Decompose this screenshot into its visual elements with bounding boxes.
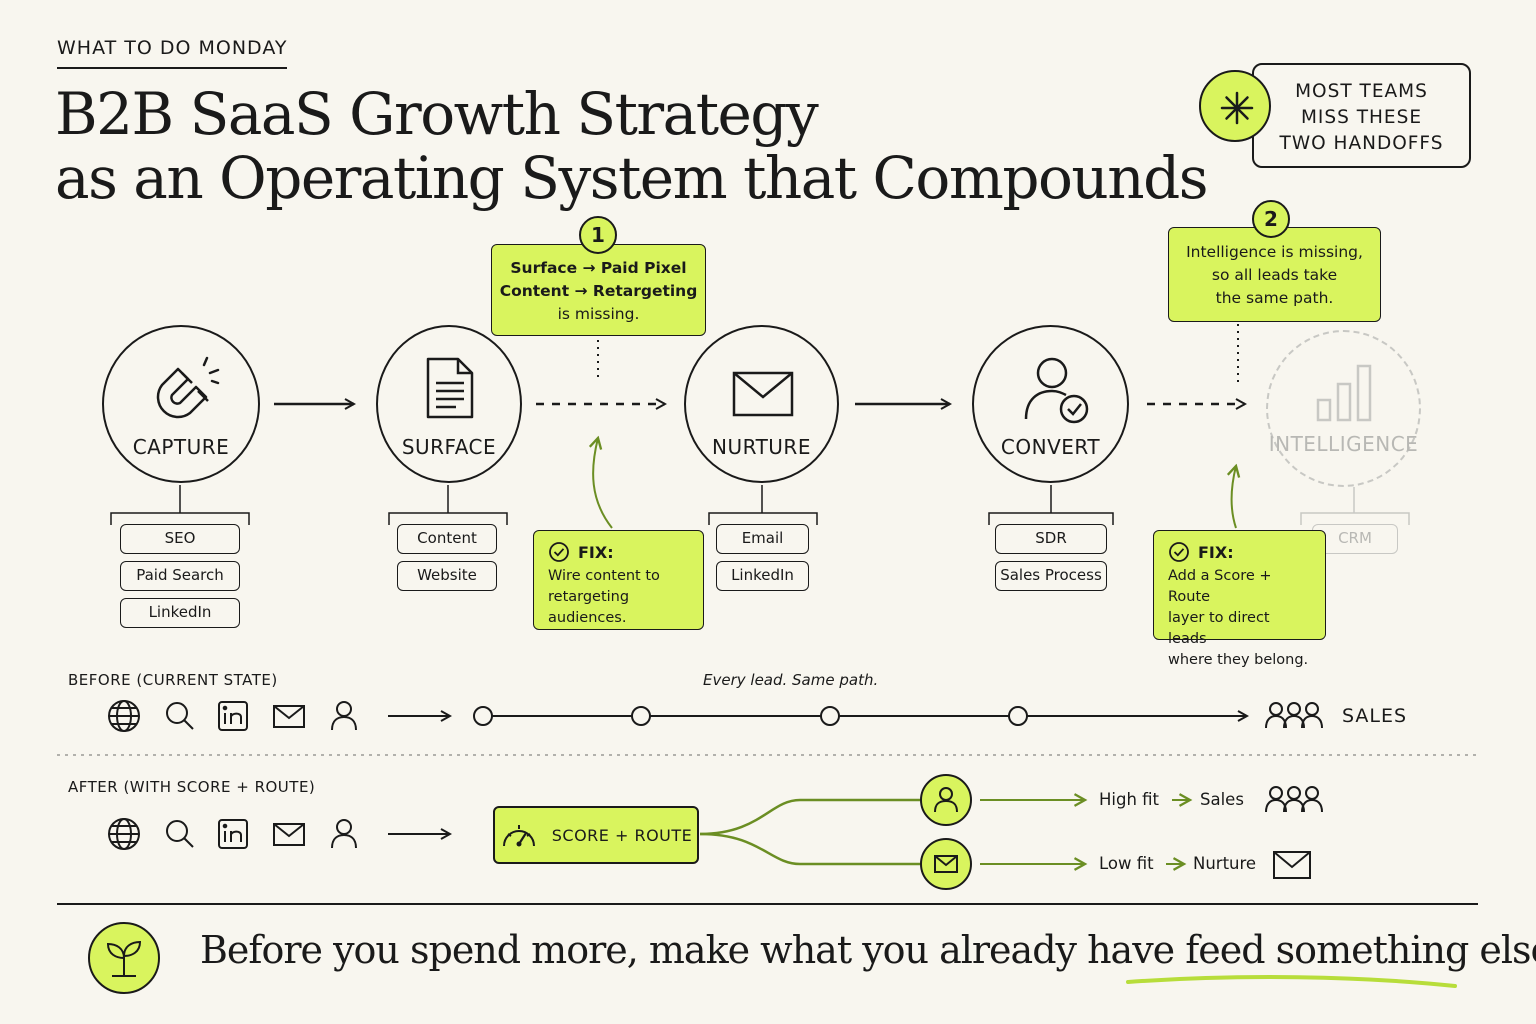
asterisk-icon — [1199, 70, 1271, 142]
before-sources — [108, 700, 357, 732]
fix1-line: retargeting audiences. — [548, 589, 630, 626]
channel-tag: Sales Process — [995, 561, 1107, 591]
fix1-arrow — [593, 438, 613, 529]
channel-tag-missing: CRM — [1312, 524, 1398, 554]
stage-label: CONVERT — [1000, 435, 1101, 459]
branch-low — [699, 832, 920, 866]
high-fit-destination: Sales — [1200, 790, 1244, 809]
user-icon — [331, 819, 357, 849]
highlight-underline — [1126, 975, 1457, 988]
handoffs-callout: MOST TEAMS MISS THESE TWO HANDOFFS — [1252, 63, 1471, 168]
gap1-line: Surface → Paid Pixel — [510, 259, 687, 277]
check-circle-icon — [1169, 542, 1189, 562]
channel-tag: Website — [397, 561, 497, 591]
channel-tag: Paid Search — [120, 561, 240, 591]
gap2-line: Intelligence is missing, — [1186, 243, 1363, 261]
page-title: B2B SaaS Growth Strategy as an Operating… — [55, 80, 1209, 212]
callout-line-1: MOST TEAMS — [1295, 81, 1428, 102]
stage-surface: SURFACE — [376, 325, 522, 483]
people-group-icon — [1265, 786, 1323, 813]
search-icon — [166, 820, 194, 848]
document-icon — [426, 357, 474, 419]
user-icon — [934, 787, 958, 813]
channel-tag: LinkedIn — [716, 561, 809, 591]
gap2-line: the same path. — [1215, 289, 1334, 307]
envelope-icon — [273, 823, 305, 846]
fix1-box: FIX: Wire content to retargeting audienc… — [533, 530, 704, 630]
fix-title: FIX: — [578, 542, 614, 562]
linkedin-icon — [218, 819, 248, 849]
high-fit-node — [920, 774, 972, 826]
eyebrow-label: WHAT TO DO MONDAY — [57, 37, 288, 69]
fix-title: FIX: — [1198, 542, 1234, 562]
channel-tag: Content — [397, 524, 497, 554]
high-fit-label: High fit — [1099, 790, 1160, 809]
stage-nurture: NURTURE — [684, 325, 839, 483]
fix2-line: where they belong. — [1168, 652, 1309, 668]
stage-intelligence: INTELLIGENCE — [1266, 330, 1421, 487]
title-line-1: B2B SaaS Growth Strategy — [55, 80, 819, 148]
before-label: BEFORE (CURRENT STATE) — [68, 671, 278, 689]
channel-tag: Email — [716, 524, 809, 554]
globe-icon — [108, 818, 140, 850]
low-fit-destination: Nurture — [1193, 854, 1257, 873]
channel-tag: SDR — [995, 524, 1107, 554]
gap1-number-badge: 1 — [579, 216, 617, 254]
sprout-icon — [88, 922, 160, 994]
channel-tag: LinkedIn — [120, 598, 240, 628]
stage-label: NURTURE — [712, 435, 811, 459]
fix2-line: Add a Score + Route — [1168, 568, 1272, 605]
gap1-line: is missing. — [557, 305, 640, 323]
stage-label: SURFACE — [401, 435, 497, 459]
magnet-icon — [156, 356, 220, 419]
after-label: AFTER (WITH SCORE + ROUTE) — [68, 778, 316, 796]
gap1-line: Content → Retargeting — [499, 282, 698, 300]
globe-icon — [108, 700, 140, 732]
score-route-box: SCORE + ROUTE — [493, 806, 699, 864]
user-check-icon — [1024, 357, 1089, 424]
channel-tag: SEO — [120, 524, 240, 554]
stage-capture: CAPTURE — [102, 325, 260, 483]
envelope-icon — [934, 855, 958, 873]
before-path-node — [631, 706, 651, 726]
user-icon — [331, 701, 357, 731]
before-path-node — [820, 706, 840, 726]
before-destination: SALES — [1342, 705, 1408, 727]
branch-high — [699, 798, 920, 836]
callout-line-2: MISS THESE — [1300, 107, 1423, 128]
stage-label: INTELLIGENCE — [1268, 432, 1419, 456]
fix2-line: layer to direct leads — [1168, 610, 1270, 647]
envelope-icon — [1273, 851, 1311, 879]
fix2-box: FIX: Add a Score + Route layer to direct… — [1153, 530, 1326, 668]
gauge-icon — [502, 825, 535, 847]
gap1-note: Surface → Paid Pixel Content → Retargeti… — [491, 244, 706, 336]
fix1-line: Wire content to — [548, 568, 660, 584]
low-fit-label: Low fit — [1099, 854, 1154, 873]
before-path-node — [1008, 706, 1028, 726]
linkedin-icon — [218, 701, 248, 731]
gap2-note: Intelligence is missing, so all leads ta… — [1168, 227, 1381, 322]
envelope-icon — [273, 705, 305, 728]
tagline: Before you spend more, make what you alr… — [200, 928, 1536, 972]
score-route-label: SCORE + ROUTE — [551, 825, 693, 845]
before-caption: Every lead. Same path. — [703, 671, 879, 689]
search-icon — [166, 702, 194, 730]
gap2-line: so all leads take — [1211, 266, 1338, 284]
bar-chart-icon — [1316, 364, 1372, 422]
stage-convert: CONVERT — [972, 325, 1129, 483]
stage-label: CAPTURE — [132, 435, 230, 459]
people-group-icon — [1265, 702, 1323, 729]
gap2-number-badge: 2 — [1252, 200, 1290, 238]
low-fit-node — [920, 838, 972, 890]
fix2-arrow — [1232, 466, 1237, 529]
callout-line-3: TWO HANDOFFS — [1279, 133, 1444, 154]
check-circle-icon — [549, 542, 569, 562]
envelope-icon — [732, 371, 794, 417]
title-line-2: as an Operating System that Compounds — [55, 144, 1209, 212]
after-sources — [108, 818, 357, 850]
before-path-node — [473, 706, 493, 726]
